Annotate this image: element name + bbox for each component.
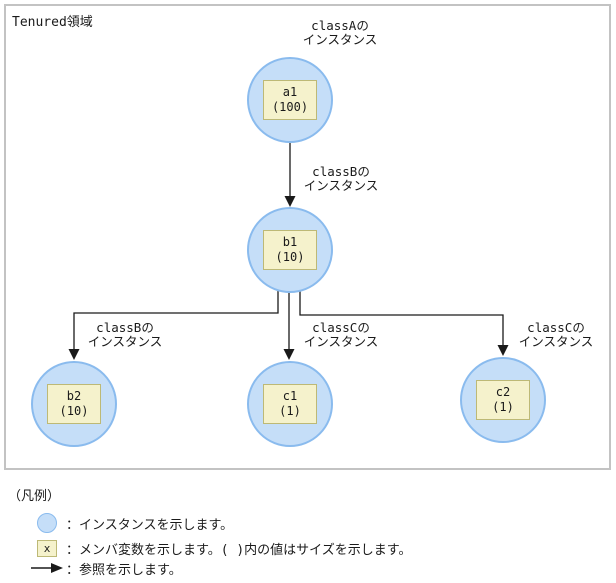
member-size: (10) [275,250,305,264]
member-size: (10) [59,404,89,418]
member-box-c2: c2 (1) [476,380,530,420]
legend-text-instance: ：インスタンスを示します。 [66,517,234,533]
legend-text-member-variable: ：メンバ変数を示します。( )内の値はサイズを示します。 [66,543,412,558]
legend-row-member-variable: x ：メンバ変数を示します。( )内の値はサイズを示します。 [28,538,412,559]
member-name: b1 [282,235,298,249]
member-box-b2: b2 (10) [47,384,101,424]
member-name: b2 [66,389,82,403]
instance-node-b2: b2 (10) [31,361,117,447]
class-label-c1: classCの インスタンス [303,320,379,349]
member-box-a1: a1 (100) [263,80,317,120]
class-label-b1: classBの インスタンス [303,164,379,193]
legend-text-reference: ：参照を示します。 [66,562,182,578]
member-box-b1: b1 (10) [263,230,317,270]
class-label-c2: classCの インスタンス [518,320,594,349]
legend-title: （凡例） [8,489,61,504]
instance-node-b1: b1 (10) [247,207,333,293]
legend-row-instance: ：インスタンスを示します。 [28,510,233,536]
reference-arrow-icon [31,563,63,573]
member-size: (1) [492,400,514,414]
member-name: c1 [282,389,298,403]
member-name: a1 [282,85,298,99]
tenured-area-label: Tenured領域 [12,15,93,30]
instance-node-c1: c1 (1) [247,361,333,447]
legend-row-reference: ：参照を示します。 [28,560,182,578]
member-size: (1) [279,404,301,418]
instance-node-c2: c2 (1) [460,357,546,443]
instance-circle-icon [37,513,57,533]
member-variable-box-icon: x [37,540,57,557]
class-label-a1: classAの インスタンス [302,18,378,47]
member-size: (100) [271,100,309,114]
member-name: c2 [495,385,511,399]
class-label-b2: classBの インスタンス [87,320,163,349]
instance-node-a1: a1 (100) [247,57,333,143]
member-box-c1: c1 (1) [263,384,317,424]
